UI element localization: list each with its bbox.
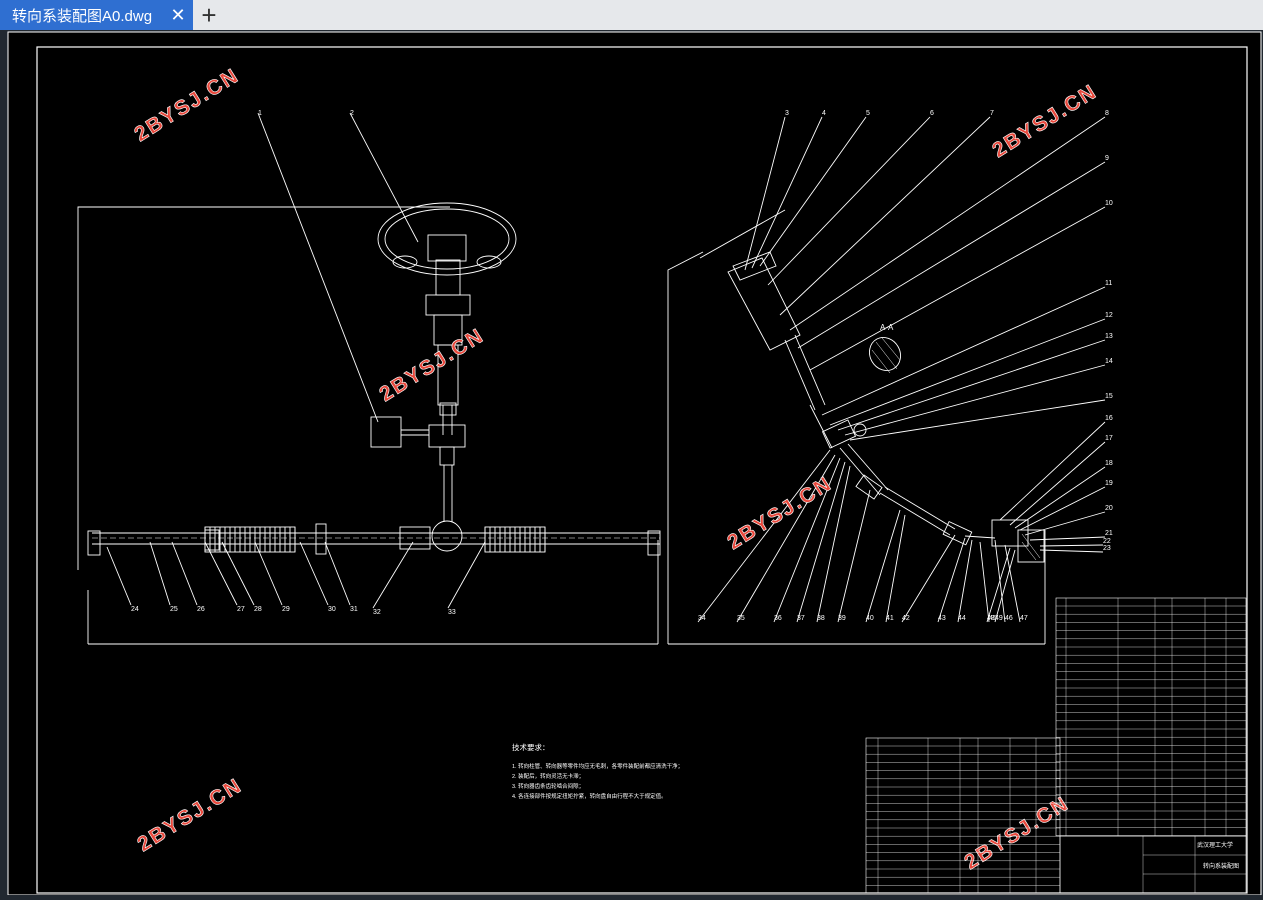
callout-19: 19 [1105, 480, 1113, 487]
callout-5: 5 [866, 110, 870, 117]
callout-14: 14 [1105, 358, 1113, 365]
steering-column-tube [727, 257, 801, 351]
callout-1: 1 [258, 110, 262, 117]
tab-title: 转向系装配图A0.dwg [12, 7, 153, 25]
drawing-name: 转向系装配图 [1203, 862, 1239, 870]
tech-req-title: 技术要求： [512, 742, 550, 752]
callout-26: 26 [197, 606, 205, 613]
steering-wheel [377, 202, 517, 276]
callout-47: 47 [1020, 615, 1028, 622]
callout-31: 31 [350, 606, 358, 613]
callout-2: 2 [350, 110, 354, 117]
left-view [77, 112, 661, 645]
callout-28: 28 [254, 606, 262, 613]
callout-4: 4 [822, 110, 826, 117]
sheet-frame [36, 46, 1248, 894]
callout-29: 29 [282, 606, 290, 613]
callout-7: 7 [990, 110, 994, 117]
callout-12: 12 [1105, 312, 1113, 319]
callout-16: 16 [1105, 415, 1113, 422]
callout-41: 41 [886, 615, 894, 622]
section-a-a [869, 337, 901, 371]
callout-8: 8 [1105, 110, 1109, 117]
left-view-frame [77, 206, 450, 570]
callout-49: 49 [995, 615, 1003, 622]
tab-bar: 转向系装配图A0.dwg ✕ + [0, 0, 1263, 30]
tech-req-item-4: 4. 各连接部件按规定扭矩拧紧，转向盘自由行程不大于规定值。 [512, 792, 667, 800]
callout-10: 10 [1105, 200, 1113, 207]
callout-39: 39 [838, 615, 846, 622]
tech-req-item-3: 3. 转向器齿条齿轮啮合间隙； [512, 782, 584, 790]
callout-43: 43 [938, 615, 946, 622]
callout-30: 30 [328, 606, 336, 613]
power-unit [370, 416, 402, 448]
universal-joint-lower [942, 520, 973, 546]
right-view-frame [667, 251, 704, 644]
callout-24: 24 [131, 606, 139, 613]
callout-48: 48 [987, 615, 995, 622]
sheet-outer-border [7, 31, 1262, 896]
callout-42: 42 [902, 615, 910, 622]
tech-req-item-2: 2. 装配后，转向灵活无卡滞； [512, 772, 584, 780]
gear-housing [991, 519, 1029, 547]
new-tab-button[interactable]: + [201, 0, 217, 30]
right-bellows [484, 526, 546, 553]
close-icon[interactable]: ✕ [170, 4, 186, 25]
callout-9: 9 [1105, 155, 1109, 162]
callout-36: 36 [774, 615, 782, 622]
callout-46: 46 [1005, 615, 1013, 622]
callout-23: 23 [1103, 545, 1111, 552]
right-view [667, 116, 1106, 645]
universal-joint-upper [821, 419, 857, 449]
section-label: A-A [880, 323, 894, 332]
callout-45: 45 [989, 615, 997, 622]
callout-6: 6 [930, 110, 934, 117]
callout-17: 17 [1105, 435, 1113, 442]
callout-35: 35 [737, 615, 745, 622]
parts-list [865, 597, 1247, 894]
callout-25: 25 [170, 606, 178, 613]
tech-req-item-1: 1. 转向柱管、转向器等零件均应无毛刺，各零件装配前都应清洗干净； [512, 762, 683, 770]
callout-13: 13 [1105, 333, 1113, 340]
tab-drawing-file[interactable]: 转向系装配图A0.dwg ✕ [0, 0, 193, 30]
callout-38: 38 [817, 615, 825, 622]
callout-33: 33 [448, 609, 456, 616]
callout-44: 44 [958, 615, 966, 622]
pinion-housing [431, 520, 463, 552]
callout-18: 18 [1105, 460, 1113, 467]
callout-21: 21 [1105, 530, 1113, 537]
callout-37: 37 [797, 615, 805, 622]
callout-27: 27 [237, 606, 245, 613]
callout-40: 40 [866, 615, 874, 622]
school-name: 武汉理工大学 [1197, 841, 1233, 849]
callout-32: 32 [373, 609, 381, 616]
callout-22: 22 [1103, 538, 1111, 545]
callout-20: 20 [1105, 505, 1113, 512]
callout-3: 3 [785, 110, 789, 117]
callout-11: 11 [1105, 280, 1112, 287]
callout-15: 15 [1105, 393, 1113, 400]
callout-34: 34 [698, 615, 706, 622]
